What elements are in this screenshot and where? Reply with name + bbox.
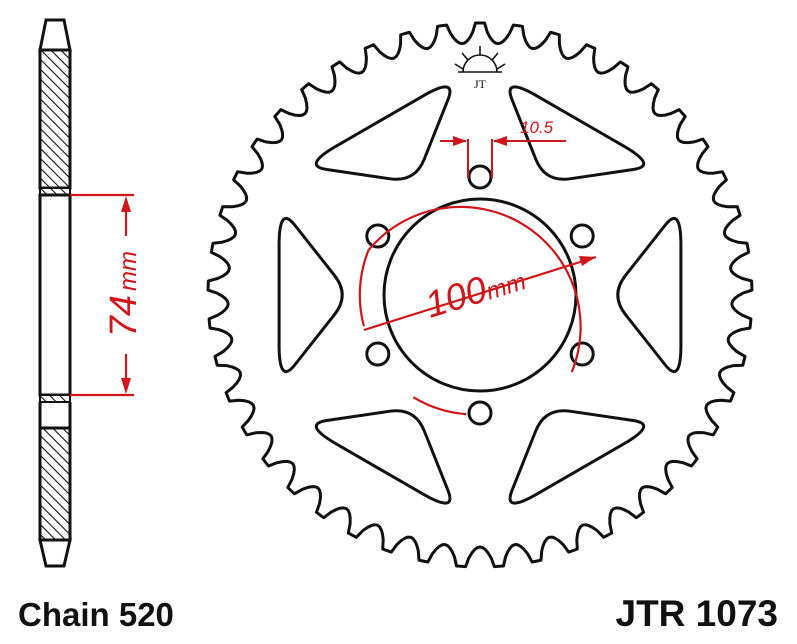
hub-width-dimension: 74 mm <box>70 193 145 397</box>
bolt-hole-diameter: 10.5 <box>520 118 554 137</box>
bolt-hole <box>467 164 493 190</box>
lightening-hole <box>508 409 646 505</box>
bolt-hole <box>365 223 391 249</box>
lightening-hole <box>314 85 452 181</box>
sprocket-front <box>206 21 754 569</box>
lightening-hole <box>277 217 344 373</box>
bolt-hole <box>365 341 391 367</box>
lightening-hole <box>616 217 683 373</box>
profile-lower-ring <box>39 394 71 403</box>
lightening-hole <box>314 409 452 505</box>
bolt-hole-dimension: 10.5 <box>440 118 566 178</box>
hub-width-unit: mm <box>115 251 142 291</box>
profile-top-flange <box>38 48 72 190</box>
profile-bottom-flange <box>38 426 72 542</box>
profile-hub <box>38 193 72 397</box>
lightening-holes <box>277 85 683 505</box>
hub-width-value: 74 <box>103 295 145 337</box>
bolt-hole <box>569 223 595 249</box>
jt-logo: JT <box>454 46 506 91</box>
profile-bottom-tip <box>38 538 72 568</box>
side-profile <box>38 18 72 568</box>
bolt-hole <box>467 400 493 426</box>
lightening-hole <box>508 85 646 181</box>
jt-logo-text: JT <box>474 77 487 91</box>
chain-label: Chain 520 <box>18 596 174 633</box>
profile-top-tip <box>38 18 72 52</box>
part-number-label: JTR 1073 <box>616 593 779 634</box>
